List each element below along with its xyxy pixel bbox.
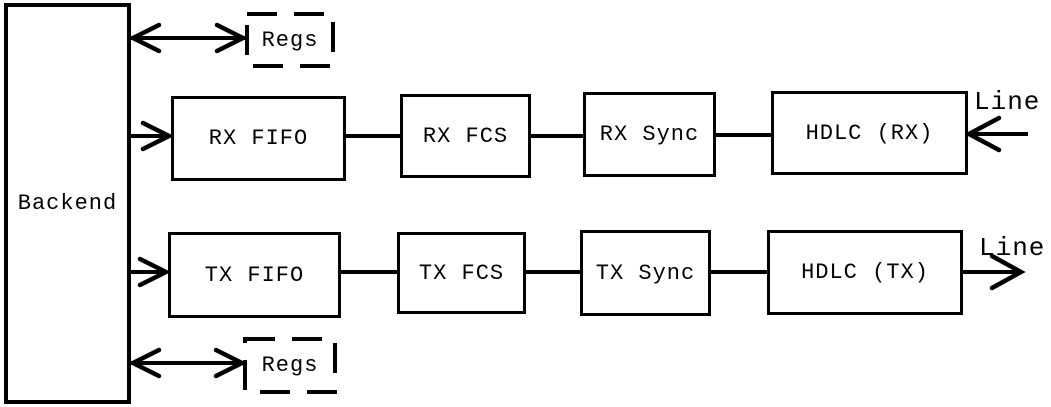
line-tx-label: Line bbox=[979, 233, 1046, 263]
tx-fcs-label: TX FCS bbox=[418, 260, 505, 286]
rx-fifo-box: RX FIFO bbox=[171, 96, 346, 181]
rx-fcs-box: RX FCS bbox=[400, 94, 531, 178]
hdlc-rx-box: HDLC (RX) bbox=[771, 91, 968, 175]
regs-top-label: Regs bbox=[261, 27, 319, 53]
backend-txfifo-arrow bbox=[130, 256, 172, 288]
backend-regs-top-arrow bbox=[127, 22, 249, 54]
line-hdlcrx-arrow bbox=[964, 115, 1028, 153]
regs-bottom-box bbox=[243, 337, 337, 394]
line-rx-label: Line bbox=[974, 87, 1041, 117]
tx-fifo-label: TX FIFO bbox=[204, 262, 305, 288]
backend-regs-bottom-arrow bbox=[127, 347, 248, 379]
rx-sync-box: RX Sync bbox=[583, 92, 716, 177]
hdlc-rx-label: HDLC (RX) bbox=[805, 120, 934, 146]
backend-box: Backend bbox=[4, 3, 131, 404]
regs-top-box bbox=[245, 12, 335, 68]
rx-sync-label: RX Sync bbox=[599, 122, 700, 147]
backend-rxfifo-arrow bbox=[130, 120, 175, 152]
hdlctx-line-arrow bbox=[961, 253, 1026, 291]
hdlc-tx-box: HDLC (TX) bbox=[767, 230, 963, 315]
tx-sync-box: TX Sync bbox=[580, 230, 711, 316]
tx-fcs-box: TX FCS bbox=[397, 232, 526, 314]
rx-fifo-label: RX FIFO bbox=[208, 126, 309, 151]
hdlc-tx-label: HDLC (TX) bbox=[801, 260, 929, 285]
regs-bottom-label: Regs bbox=[261, 353, 319, 378]
tx-sync-label: TX Sync bbox=[595, 260, 696, 286]
backend-label: Backend bbox=[17, 191, 118, 216]
tx-fifo-box: TX FIFO bbox=[168, 232, 341, 318]
rx-fcs-label: RX FCS bbox=[422, 123, 509, 149]
